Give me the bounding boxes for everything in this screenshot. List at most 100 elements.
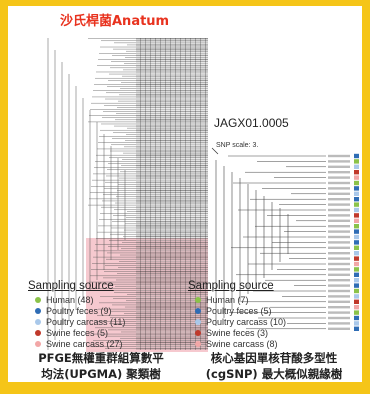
band-row	[136, 106, 208, 109]
band-row	[136, 44, 208, 46]
right-legend-title: Sampling source	[188, 280, 274, 292]
band-column	[185, 38, 186, 350]
leaf-label	[328, 230, 350, 233]
band-row	[136, 127, 208, 129]
band-row	[136, 104, 208, 106]
leaf-color-tag	[354, 294, 359, 299]
legend-item: Poultry feces (9)	[28, 305, 125, 316]
legend-dot-icon	[35, 318, 41, 325]
band-row	[136, 179, 208, 181]
legend-item: Human (7)	[188, 294, 286, 305]
leaf-label	[328, 219, 350, 222]
right-title: JAGX01.0005	[214, 116, 289, 130]
leaf-color-tag	[354, 321, 359, 326]
band-row	[136, 229, 208, 231]
legend-item: Swine carcass (8)	[188, 338, 286, 349]
legend-item: Poultry feces (5)	[188, 305, 286, 316]
left-caption: PFGE無權重群組算數平 均法(UPGMA) 聚類樹	[16, 350, 186, 382]
band-row	[136, 270, 208, 273]
band-row	[136, 171, 208, 173]
leaf-color-tag	[354, 240, 359, 245]
right-caption-line2: (cgSNP) 最大概似親緣樹	[205, 367, 343, 381]
snp-scale-label: SNP scale: 3.	[216, 142, 259, 149]
band-row	[136, 117, 208, 119]
band-column	[175, 38, 176, 350]
band-row	[136, 266, 208, 269]
band-row	[136, 206, 208, 208]
legend-item: Human (48)	[28, 294, 125, 305]
band-row	[136, 268, 208, 271]
band-row	[136, 329, 208, 331]
leaf-color-tag	[354, 315, 359, 321]
band-row	[136, 343, 208, 346]
leaf-color-tag	[354, 213, 359, 218]
scale-bar	[211, 147, 219, 155]
leaf-color-tag	[354, 164, 359, 169]
band-column	[195, 38, 196, 350]
leaf-color-tag	[354, 207, 359, 213]
leaf-label	[328, 257, 350, 260]
band-row	[136, 258, 208, 260]
band-row	[136, 235, 208, 237]
band-row	[136, 327, 208, 329]
band-row	[136, 164, 208, 167]
band-row	[136, 98, 208, 100]
leaf-label	[328, 160, 350, 163]
leaf-label	[328, 187, 350, 190]
band-row	[136, 204, 208, 206]
band-row	[136, 300, 208, 302]
legend-dot-icon	[35, 329, 41, 336]
band-row	[136, 277, 208, 279]
band-row	[136, 252, 208, 254]
band-row	[136, 121, 208, 123]
band-row	[136, 56, 208, 59]
band-row	[136, 52, 208, 54]
band-row	[136, 337, 208, 339]
leaf-label	[328, 246, 350, 249]
leaf-color-tag	[354, 224, 359, 229]
band-row	[136, 273, 208, 275]
band-row	[136, 243, 208, 246]
band-row	[136, 112, 208, 115]
leaf-label	[328, 327, 350, 330]
band-row	[136, 221, 208, 223]
leaf-color-tag	[354, 288, 359, 294]
left-title: 沙氏桿菌Anatum	[60, 14, 170, 29]
band-row	[136, 254, 208, 256]
band-row	[136, 160, 208, 163]
band-row	[136, 212, 208, 215]
leaf-color-tag	[354, 197, 359, 202]
band-row	[136, 114, 208, 117]
leaf-color-tag	[354, 267, 359, 272]
band-row	[136, 216, 208, 219]
leaf-color-tag	[354, 191, 359, 196]
leaf-label	[328, 316, 350, 320]
band-row	[136, 295, 208, 298]
band-row	[136, 150, 208, 152]
band-column	[145, 38, 146, 350]
left-legend-title: Sampling source	[28, 280, 114, 292]
band-row	[136, 233, 208, 235]
band-row	[136, 156, 208, 158]
legend-label: Swine feces (3)	[206, 327, 269, 338]
band-row	[136, 77, 208, 79]
band-row	[136, 65, 208, 67]
band-row	[136, 67, 208, 69]
band-row	[136, 54, 208, 57]
band-row	[136, 316, 208, 319]
leaf-label	[328, 203, 350, 206]
leaf-label	[328, 171, 350, 174]
leaf-label	[328, 241, 350, 244]
band-row	[136, 135, 208, 138]
band-row	[136, 279, 208, 281]
band-row	[136, 181, 208, 183]
leaf-label	[328, 295, 350, 298]
legend-dot-icon	[195, 296, 201, 303]
band-row	[136, 231, 208, 233]
band-row	[136, 83, 208, 86]
legend-item: Swine feces (5)	[28, 327, 125, 338]
legend-label: Poultry feces (5)	[206, 305, 272, 316]
legend-label: Poultry carcass (10)	[206, 316, 287, 327]
leaf-label	[328, 181, 350, 185]
band-row	[136, 322, 208, 325]
